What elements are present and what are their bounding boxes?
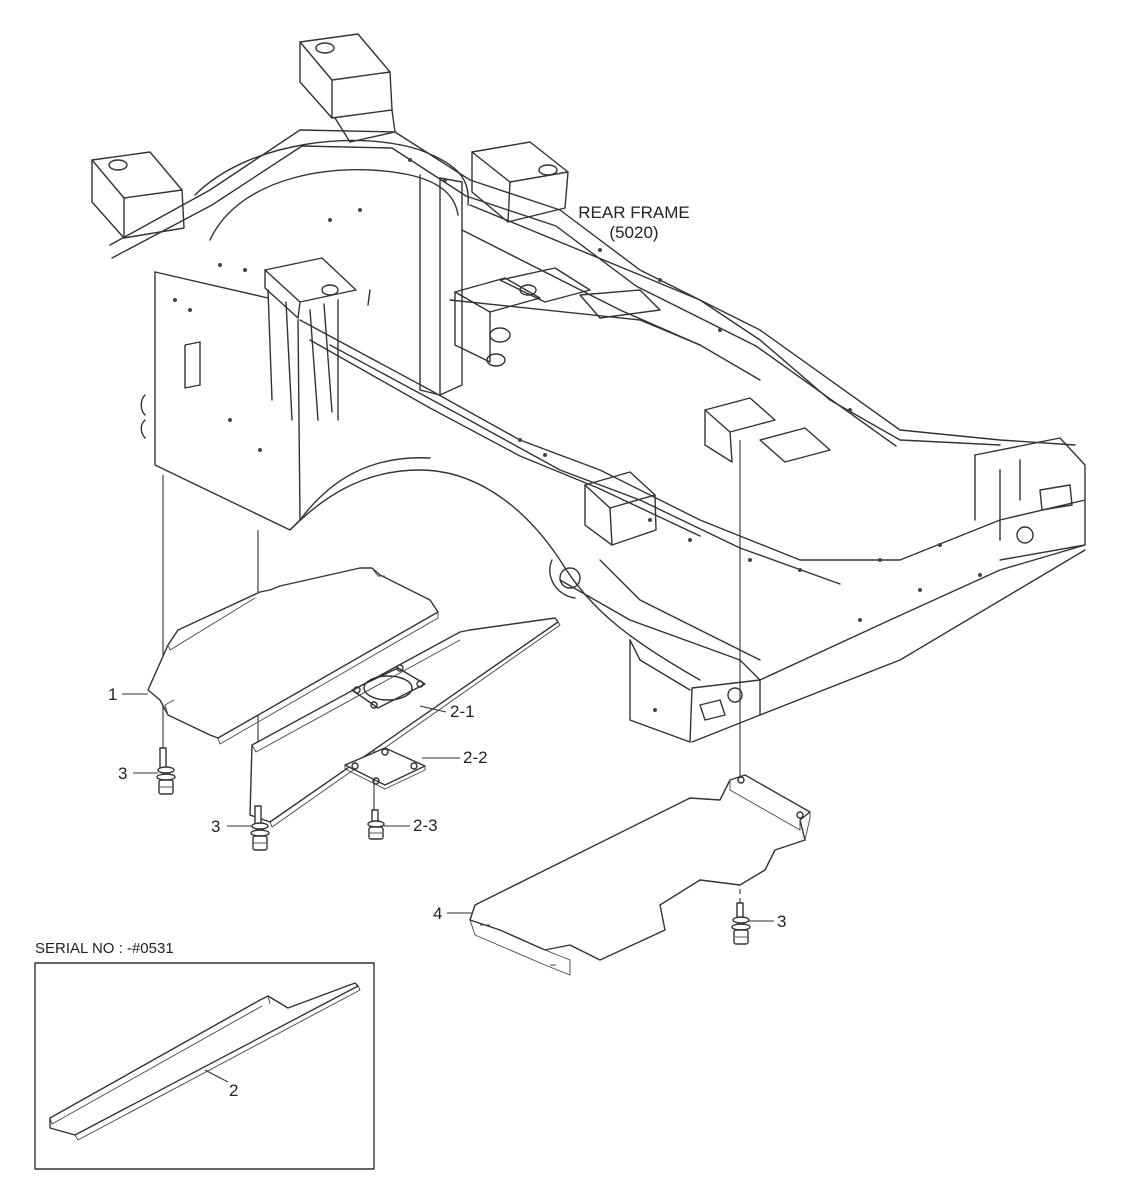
part-2-1-long-plate — [249, 617, 561, 828]
bolt-right — [731, 902, 751, 945]
rear-frame-code: (5020) — [609, 223, 658, 242]
rear-frame-title: REAR FRAME — [578, 203, 689, 222]
label-part-2-3: 2-3 — [413, 816, 438, 835]
bolt-mid — [250, 805, 270, 851]
serial-no-heading: SERIAL NO : -#0531 — [35, 940, 174, 957]
bolt-left — [156, 747, 176, 795]
label-part-2-inset: 2 — [229, 1081, 238, 1100]
part-1-cover-plate — [147, 567, 439, 745]
label-part-4: 4 — [433, 904, 442, 923]
label-part-2-1: 2-1 — [450, 702, 475, 721]
inset-part-2-plate — [49, 982, 361, 1141]
leader-inset-2 — [204, 1069, 229, 1083]
label-part-3-right: 3 — [777, 912, 786, 931]
part-4-lower-plate — [469, 774, 811, 976]
leader-2-1 — [419, 705, 447, 713]
part-2-2-small-plate — [344, 747, 426, 790]
label-part-1: 1 — [108, 685, 117, 704]
bolt-2-3 — [367, 809, 385, 840]
label-part-3-mid: 3 — [211, 817, 220, 836]
frame-bolt-holes — [173, 158, 982, 712]
label-part-3-left: 3 — [118, 764, 127, 783]
rear-frame-drawing — [91, 33, 1086, 743]
inset-box — [34, 962, 375, 1170]
label-part-2-2: 2-2 — [463, 748, 488, 767]
